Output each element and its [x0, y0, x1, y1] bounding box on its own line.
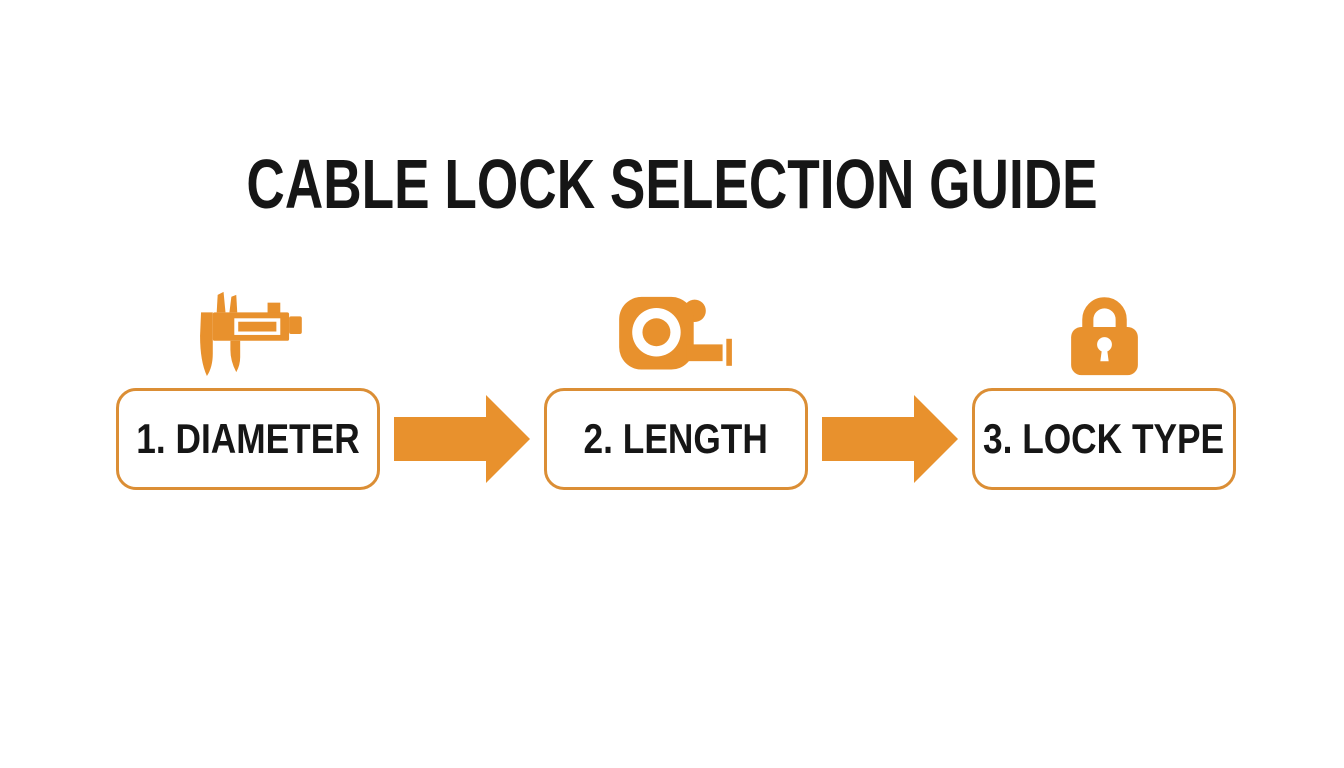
step-diameter: 1. DIAMETER: [116, 283, 380, 490]
tape-measure-icon: [615, 283, 737, 377]
step-label-lock-type: 3. LOCK TYPE: [983, 415, 1225, 462]
page-title: CABLE LOCK SELECTION GUIDE: [0, 146, 1344, 223]
step-box-diameter: 1. DIAMETER: [116, 388, 380, 490]
selection-flow: 1. DIAMETER: [116, 283, 1236, 490]
step-length: 2. LENGTH: [544, 283, 808, 490]
step-label-diameter: 1. DIAMETER: [136, 415, 360, 462]
page-title-text: CABLE LOCK SELECTION GUIDE: [246, 145, 1098, 223]
caliper-icon: [193, 283, 303, 377]
step-box-length: 2. LENGTH: [544, 388, 808, 490]
arrow-right-icon: [822, 395, 958, 483]
step-lock-type: 3. LOCK TYPE: [972, 283, 1236, 490]
arrow-right-icon: [394, 395, 530, 483]
step-label-length: 2. LENGTH: [583, 415, 769, 462]
step-box-lock-type: 3. LOCK TYPE: [972, 388, 1236, 490]
padlock-icon: [1069, 283, 1140, 377]
